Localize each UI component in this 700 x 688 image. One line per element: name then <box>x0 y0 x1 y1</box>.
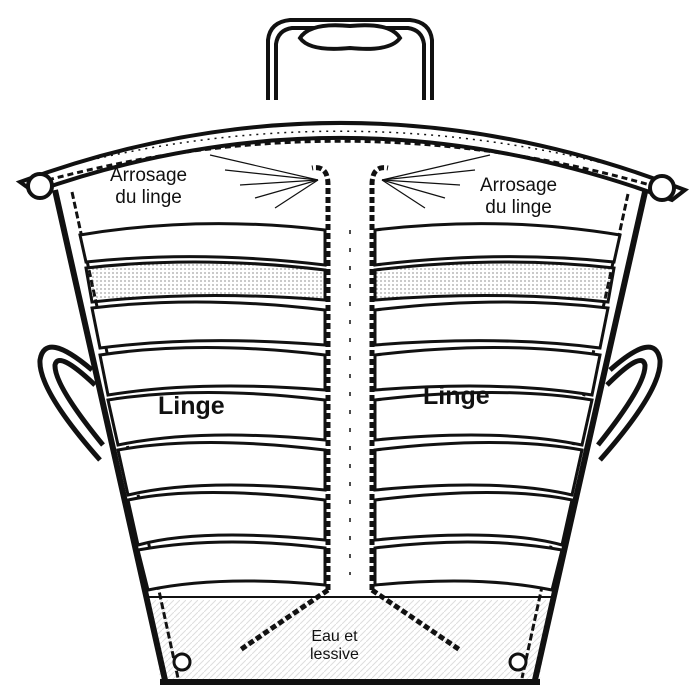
spray-label-right: Arrosage du linge <box>480 175 557 219</box>
spray-label-left: Arrosage du linge <box>110 165 187 209</box>
laundry-label-left: Linge <box>158 392 225 420</box>
lid-rim-knob-left <box>26 172 54 200</box>
drain-plug-left <box>172 652 192 672</box>
spray-label-left-line1: Arrosage <box>110 165 188 186</box>
water-label-line2: lessive <box>310 646 359 664</box>
spray-label-right-line2: du linge <box>485 196 552 218</box>
water-label: Eau et lessive <box>310 628 359 665</box>
lid <box>15 120 690 203</box>
laundry-label-right: Linge <box>423 382 490 410</box>
side-handle-left <box>37 344 105 462</box>
central-tube <box>311 158 389 590</box>
lid-rim-knob-right <box>648 174 676 202</box>
laundry-stack-left <box>78 222 327 592</box>
spray-fan-right <box>381 154 491 209</box>
drain-plug-right <box>508 652 528 672</box>
water-label-line1: Eau et <box>311 628 358 645</box>
laundry-stack-right <box>373 222 622 592</box>
spray-label-right-line1: Arrosage <box>480 175 558 196</box>
side-handle-right <box>596 344 663 462</box>
lid-handle <box>266 18 434 100</box>
spray-fan-left <box>209 154 319 209</box>
spray-label-left-line2: du linge <box>115 186 182 208</box>
water-region <box>150 600 550 680</box>
